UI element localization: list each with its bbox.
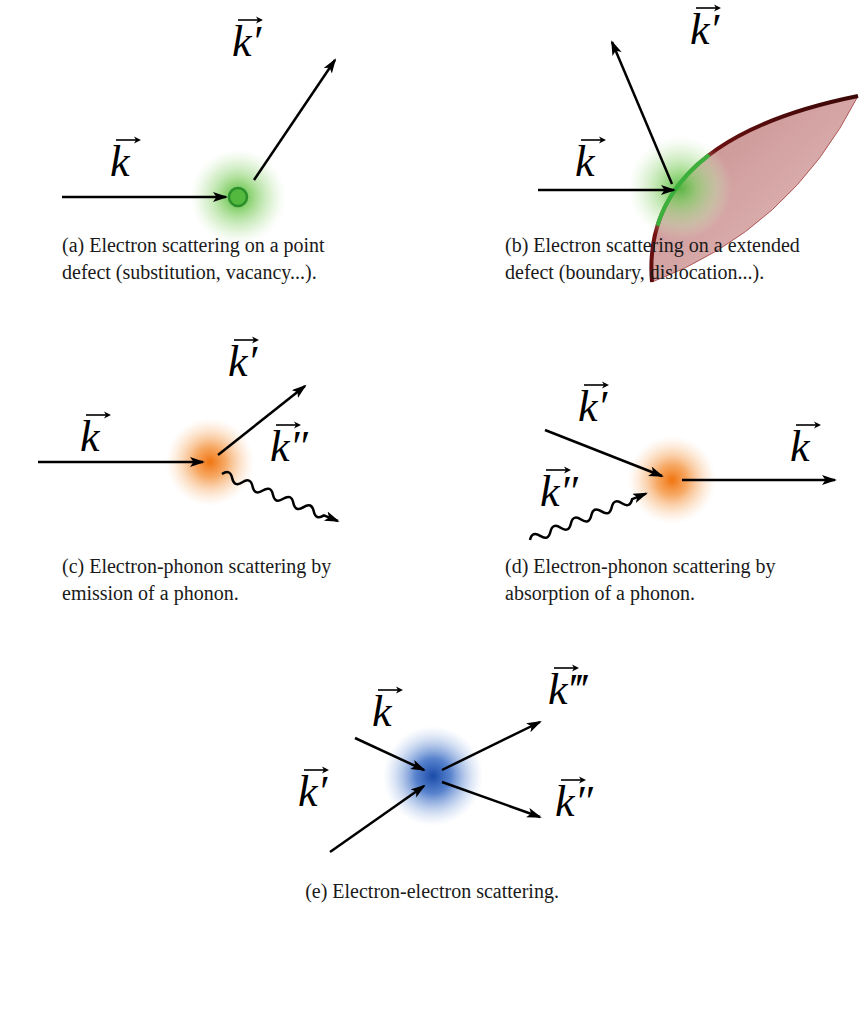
wave-vector: k‴ (548, 665, 586, 714)
outgoing-arrow (254, 60, 335, 180)
vector-arrow-shaft (276, 424, 298, 426)
incoming-arrow (355, 738, 424, 770)
vector-arrow-head (714, 5, 721, 12)
vector-arrow-shaft (584, 384, 606, 386)
incoming-arrow (62, 196, 226, 199)
vector-arrow-head (396, 687, 403, 694)
interaction-glow (383, 726, 483, 826)
vector-label: k′ (298, 770, 327, 814)
caption-text: (b) Electron scattering on a extended de… (505, 234, 800, 283)
vector-arrow-shaft (561, 779, 583, 781)
vector-arrow-head (294, 422, 301, 429)
vector-arrow-head (572, 665, 579, 672)
vector-label: k′ (690, 8, 719, 52)
vector-arrow-shaft (234, 339, 256, 341)
wave-vector: k′ (298, 767, 327, 816)
sub-caption: (e) Electron-electron scattering. (305, 878, 559, 905)
vector-arrow-shaft (696, 7, 718, 9)
vector-label: k″ (555, 780, 593, 824)
vector-arrow-head (602, 382, 609, 389)
sub-caption: (a) Electron scattering on a point defec… (62, 232, 367, 286)
sub-caption: (c) Electron-phonon scattering by emissi… (62, 553, 367, 607)
caption-text: (c) Electron-phonon scattering by emissi… (62, 555, 331, 604)
vector-label: k′ (228, 340, 257, 384)
vector-arrow-shaft (546, 469, 568, 471)
vector-label: k (790, 425, 810, 469)
vector-label: k‴ (548, 668, 586, 712)
vector-arrow-head (104, 412, 111, 419)
vector-arrow-head (564, 467, 571, 474)
vector-arrow-head (599, 137, 606, 144)
vector-label: k′ (232, 20, 261, 64)
vector-arrow-shaft (554, 667, 576, 669)
point-defect (229, 188, 247, 206)
wave-vector: k′ (228, 337, 257, 386)
sub-caption: (d) Electron-phonon scattering by absorp… (505, 553, 853, 607)
vector-arrow-head (579, 777, 586, 784)
wave-vector: k (575, 137, 595, 186)
vector-label: k″ (270, 425, 308, 469)
vector-arrow-shaft (581, 139, 603, 141)
sub-caption: (b) Electron scattering on a extended de… (505, 232, 853, 286)
vector-arrow-shaft (238, 19, 260, 21)
vector-label: k′ (578, 385, 607, 429)
outgoing-arrow (442, 782, 540, 817)
wave-vector: k″ (270, 422, 308, 471)
phonon-wave (220, 470, 339, 524)
incoming-arrow (38, 461, 203, 464)
wave-vector: k″ (555, 777, 593, 826)
vector-arrow-head (134, 137, 141, 144)
wave-vector: k′ (690, 5, 719, 54)
caption-text: (d) Electron-phonon scattering by absorp… (505, 555, 775, 604)
incoming-arrow (330, 786, 424, 852)
vector-arrow-head (814, 422, 821, 429)
wave-vector: k′ (232, 17, 261, 66)
caption-text: (a) Electron scattering on a point defec… (62, 234, 325, 283)
vector-arrow-head (322, 767, 329, 774)
incoming-arrow (538, 189, 674, 192)
outgoing-arrow (442, 722, 540, 770)
vector-label: k (80, 415, 100, 459)
vector-arrow-head (252, 337, 259, 344)
vector-arrow-shaft (116, 139, 138, 141)
vector-label: k (110, 140, 130, 184)
wave-vector: k (372, 687, 392, 736)
vector-arrow-shaft (796, 424, 818, 426)
vector-arrow-head (256, 17, 263, 24)
vector-arrow-shaft (86, 414, 108, 416)
outgoing-arrow (612, 42, 672, 184)
wave-vector: k″ (540, 467, 578, 516)
outgoing-arrow (682, 479, 835, 482)
wave-vector: k′ (578, 382, 607, 431)
vector-label: k (372, 690, 392, 734)
wave-vector: k (80, 412, 100, 461)
vector-label: k″ (540, 470, 578, 514)
wave-vector: k (790, 422, 810, 471)
vector-label: k (575, 140, 595, 184)
vector-arrow-shaft (378, 689, 400, 691)
wave-vector: k (110, 137, 130, 186)
defect-glow (628, 136, 732, 240)
caption-text: (e) Electron-electron scattering. (305, 880, 559, 902)
vector-arrow-shaft (304, 769, 326, 771)
